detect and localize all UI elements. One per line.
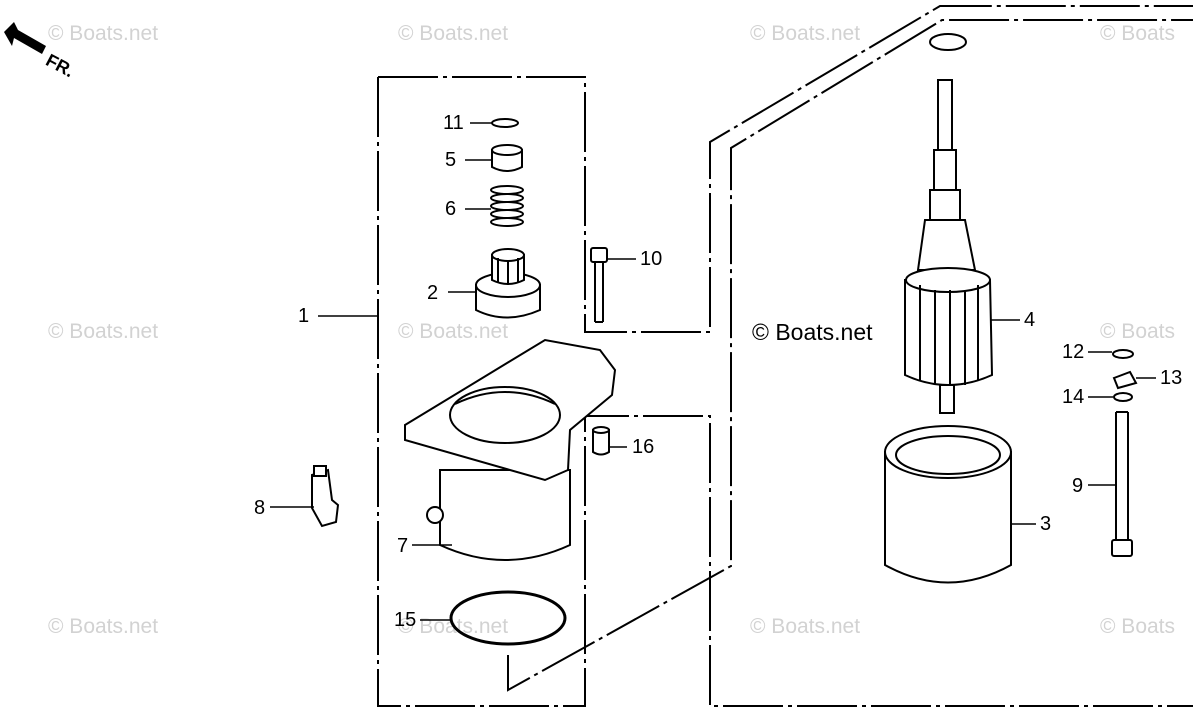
bolt-icon — [590, 247, 608, 323]
terminal-cap-icon — [311, 465, 340, 528]
retaining-ring-icon — [929, 33, 967, 51]
watermark: © Boats — [1100, 22, 1176, 45]
watermark: © Boats.net — [750, 22, 861, 45]
o-ring-icon — [449, 590, 567, 646]
pinion-gear-icon — [475, 248, 541, 319]
spring-icon — [490, 185, 524, 227]
watermark: © Boats.net — [398, 22, 509, 45]
center-watermark: © Boats.net — [752, 319, 873, 345]
callout-4: 4 — [1024, 309, 1036, 331]
washer-icon — [1112, 349, 1138, 402]
callout-7: 7 — [397, 535, 409, 557]
callout-16: 16 — [632, 436, 655, 458]
callout-2: 2 — [427, 282, 439, 304]
callout-15: 15 — [394, 609, 417, 631]
group-frame-left — [378, 5, 1193, 333]
armature-icon — [904, 79, 994, 414]
starter-housing-icon — [404, 338, 617, 561]
dowel-pin-icon — [592, 426, 610, 456]
snap-ring-icon — [491, 118, 519, 128]
watermark: © Boats.net — [48, 22, 159, 45]
callout-10: 10 — [640, 248, 663, 270]
fr-arrow-icon — [4, 22, 46, 54]
watermark: © Boats.net — [398, 320, 509, 343]
through-bolt-icon — [1111, 411, 1133, 557]
callout-11: 11 — [443, 112, 464, 134]
callout-8: 8 — [254, 497, 266, 519]
stop-collar-icon — [491, 144, 523, 172]
callout-12: 12 — [1062, 341, 1085, 363]
callout-13: 13 — [1160, 367, 1183, 389]
watermark: © Boats.net — [750, 615, 861, 638]
callout-5: 5 — [445, 149, 457, 171]
callout-1: 1 — [298, 305, 310, 327]
yoke-housing-icon — [884, 425, 1012, 584]
callout-3: 3 — [1040, 513, 1052, 535]
callout-14: 14 — [1062, 386, 1085, 408]
watermark: © Boats.net — [48, 615, 159, 638]
watermark: © Boats — [1100, 615, 1176, 638]
callout-6: 6 — [445, 198, 457, 220]
callout-9: 9 — [1072, 475, 1084, 497]
watermark: © Boats — [1100, 320, 1176, 343]
watermark: © Boats.net — [48, 320, 159, 343]
